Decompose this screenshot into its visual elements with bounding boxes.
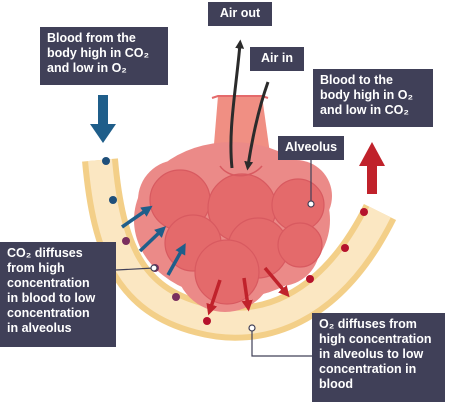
co2-diffuses-label: CO₂ diffuses from high concentration in … [0, 242, 116, 347]
leader-lines [115, 160, 312, 357]
blood-cell [102, 157, 110, 165]
co2-diffusion-arrows [121, 205, 186, 276]
blood-cell [203, 317, 211, 325]
alveolus-label: Alveolus [278, 136, 344, 160]
o2-diffuses-label: O₂ diffuses from high concentration in a… [312, 313, 445, 402]
blood-from-body-label: Blood from the body high in CO₂ and low … [40, 27, 168, 85]
blood-cell [109, 196, 117, 204]
blood-cell [360, 208, 368, 216]
blood-cell [341, 244, 349, 252]
blood-cells [102, 157, 368, 325]
air-out-arrow [229, 39, 245, 169]
blood-in-arrow [90, 95, 116, 143]
blood-cell [172, 293, 180, 301]
capillary [82, 158, 397, 341]
air-in-label: Air in [250, 47, 304, 71]
air-in-arrow [244, 81, 270, 171]
blood-out-arrow [359, 142, 385, 194]
blood-to-body-label: Blood to the body high in O₂ and low in … [313, 69, 433, 127]
leader-dots [150, 200, 315, 332]
alveolus [134, 95, 332, 312]
air-out-label: Air out [208, 2, 272, 26]
o2-diffusion-arrows [206, 266, 290, 316]
blood-cell [122, 237, 130, 245]
blood-cell [306, 275, 314, 283]
